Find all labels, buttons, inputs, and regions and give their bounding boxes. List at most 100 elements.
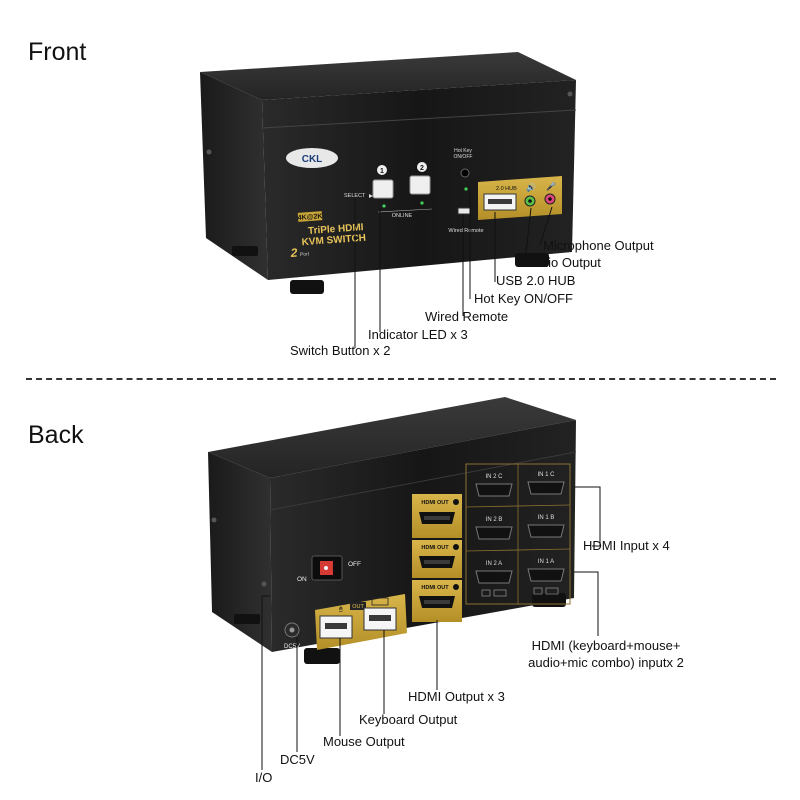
- callout-usb-hub: USB 2.0 HUB: [496, 273, 576, 288]
- front-callout-lines: [354, 186, 553, 348]
- hdmi-in-port-1c[interactable]: [527, 481, 565, 495]
- select-label: SELECT: [344, 193, 366, 199]
- front-device-left-side: [200, 72, 268, 280]
- indicator-led-1: [382, 204, 386, 208]
- microphone-icon: 🎤: [546, 181, 556, 191]
- back-foot: [234, 614, 260, 624]
- hdmi-in-port-1a[interactable]: [527, 568, 565, 582]
- hdmi-in-label-1a: IN 1 A: [538, 559, 554, 565]
- callout-hot-key: Hot Key ON/OFF: [474, 291, 573, 306]
- usb-hub-port-slot: [488, 199, 512, 204]
- hdmi-combo-mouse-icon: [481, 589, 491, 597]
- section-divider: [26, 378, 776, 380]
- audio-output-leader: [524, 207, 532, 263]
- button-number-2-icon: [417, 162, 427, 172]
- back-edge-line: [269, 451, 577, 511]
- button-number-2: 2: [420, 165, 424, 172]
- hdmi-in-label-1c: IN 1 C: [537, 472, 555, 478]
- microphone-output-jack-hole: [548, 197, 552, 201]
- usb-hub-label: 2.0 HUB: [496, 186, 517, 192]
- audio-output-jack-hole: [528, 199, 532, 203]
- dc5v-jack-pin: [289, 627, 295, 633]
- hdmi-in-port-2c[interactable]: [475, 483, 513, 497]
- callout-keyboard-output: Keyboard Output: [359, 712, 458, 727]
- screw: [206, 149, 212, 155]
- port-count: 2: [289, 246, 298, 261]
- hdmi-combo-mouse-icon: [533, 587, 543, 595]
- back-callout-lines: [261, 486, 601, 770]
- callout-mouse-output: Mouse Output: [323, 734, 405, 749]
- online-label: ONLINE: [392, 213, 413, 219]
- product-line-1: TriPle HDMI: [308, 222, 364, 237]
- hdmi-in-label-1b: IN 1 B: [538, 515, 555, 521]
- hdmi-in-grid: IN 2 C IN 1 C IN 2 B IN 1 B IN 2 A IN 1 …: [465, 463, 571, 605]
- callout-hdmi-combo-line2: audio+mic combo) inputx 2: [528, 655, 684, 670]
- hdmi-out-port-c-slot: [424, 516, 450, 520]
- callout-hdmi-input: HDMI Input x 4: [583, 538, 670, 553]
- back-device-left-side: [208, 452, 272, 652]
- product-line-2: KVM SWITCH: [301, 233, 366, 248]
- usb-out-label: OUT: [352, 604, 364, 610]
- power-off-label: OFF: [348, 561, 361, 568]
- brand-logo-text: CKL: [302, 154, 323, 165]
- switch-button-1[interactable]: [372, 179, 394, 199]
- port-word: Port: [300, 251, 310, 258]
- hotkey-label-line2: ON/OFF: [454, 154, 473, 160]
- front-title: Front: [28, 38, 87, 66]
- hotkey-switch[interactable]: [460, 168, 470, 178]
- mouse-output-port-slot: [325, 623, 347, 629]
- hdmi-combo-keyboard-icon: [545, 587, 559, 595]
- front-device-top: [200, 52, 576, 100]
- back-title: Back: [28, 421, 84, 449]
- hdmi-in-port-2a[interactable]: [475, 570, 513, 584]
- hdmi-combo-leader: [574, 571, 599, 636]
- resolution-badge: [297, 211, 323, 222]
- wired-remote-port[interactable]: [457, 207, 471, 215]
- hdmi-in-label-2c: IN 2 C: [485, 474, 503, 480]
- hdmi-out-a-marker-icon: [453, 584, 459, 590]
- keyboard-output-port-slot: [369, 615, 391, 621]
- screw: [211, 517, 217, 523]
- callout-microphone-output: Microphone Output: [543, 238, 654, 253]
- indicator-led-2: [420, 201, 424, 205]
- hdmi-in-port-2b[interactable]: [475, 526, 513, 540]
- callout-hdmi-output: HDMI Output x 3: [408, 689, 505, 704]
- power-switch-mark-icon: [324, 566, 328, 570]
- hdmi-combo-keyboard-icon: [493, 589, 507, 597]
- dc5v-label: DC5V: [284, 644, 300, 650]
- screw: [567, 91, 573, 97]
- switch-button-2[interactable]: [409, 175, 431, 195]
- callout-hdmi-combo: HDMI (keyboard+mouse+ audio+mic combo) i…: [514, 637, 698, 671]
- hdmi-out-port-a-slot: [424, 600, 450, 604]
- back-device: ON OFF DC5V 🖱 OUT HDMI OUT: [208, 397, 577, 664]
- button-number-1-icon: [377, 165, 387, 175]
- hotkey-label-line1: Hot Key: [454, 148, 472, 154]
- front-foot: [232, 246, 258, 256]
- front-edge-line: [261, 109, 577, 129]
- front-foot: [515, 253, 549, 267]
- callout-dc5v: DC5V: [280, 752, 315, 767]
- resolution-badge-text: 4K@2K: [298, 213, 323, 222]
- indicator-led-3: [464, 187, 468, 191]
- hdmi-input-leader: [574, 486, 601, 547]
- hdmi-out-label-c: HDMI OUT: [421, 500, 449, 506]
- hdmi-in-label-2a: IN 2 A: [486, 561, 502, 567]
- online-bracket: [377, 208, 433, 213]
- callout-indicator-led: Indicator LED x 3: [368, 327, 468, 342]
- hdmi-in-port-1b[interactable]: [527, 524, 565, 538]
- callout-wired-remote: Wired Remote: [425, 309, 509, 324]
- back-foot: [304, 648, 340, 664]
- hdmi-in-label-2b: IN 2 B: [486, 517, 503, 523]
- callout-audio-output: Audio Output: [525, 255, 601, 270]
- hdmi-out-label-a: HDMI OUT: [421, 585, 449, 591]
- hdmi-out-port-b-slot: [424, 560, 450, 564]
- front-device: CKL 4K@2K TriPle HDMI KVM SWITCH 2 Port …: [200, 52, 577, 294]
- back-device-top: [208, 397, 576, 478]
- front-foot: [290, 280, 324, 294]
- usb-out-badge: [350, 602, 366, 610]
- select-arrow-icon: [369, 194, 373, 198]
- mouse-icon: 🖱: [339, 606, 343, 613]
- hdmi-out-c-marker-icon: [453, 499, 459, 505]
